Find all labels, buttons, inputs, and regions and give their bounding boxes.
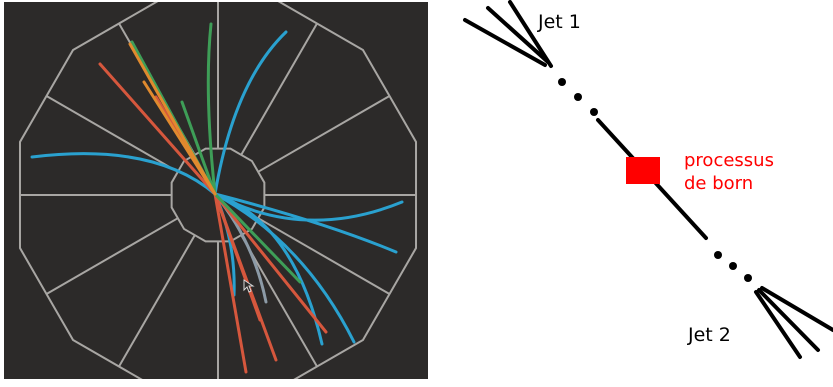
jet-schematic: Jet 1 Jet 2 processus de born [463,0,833,359]
jet2-dots [714,251,752,282]
jet2-spray [754,286,833,359]
detector-spoke [46,217,179,295]
jet1-dots [558,78,598,116]
pointer-arrow-icon [243,279,255,293]
particle-track-blue [30,152,217,196]
particle-track-green [206,22,217,196]
jet1-label: Jet 1 [537,11,581,33]
process-label-line1: processus [684,150,774,171]
detector-spoke [118,234,196,367]
event-display-panel [4,0,428,387]
detector-spoke [46,95,179,173]
jet-schematic-panel: Jet 1 Jet 2 processus de born [430,0,833,383]
particle-track-blue [213,192,398,254]
particle-track-green [213,192,302,284]
particle-track-blue [213,192,356,344]
detector-spoke [257,217,390,295]
particle-track-blue [213,30,288,196]
jet2-label: Jet 2 [687,324,731,346]
particle-track-red [213,192,262,322]
detector-spoke [257,95,390,173]
process-label-line2: de born [684,173,753,194]
particle-tracks [30,22,404,374]
particle-track-orange [142,80,217,196]
born-process-box [626,157,660,184]
event-display [4,0,428,387]
particle-track-red [213,192,248,374]
particle-track-red [213,192,328,334]
particle-track-green [180,100,217,196]
jet1-spray [463,0,553,68]
outer-detector-ring [18,0,418,387]
particle-track-red [98,62,217,196]
detector-spoke [240,23,318,156]
